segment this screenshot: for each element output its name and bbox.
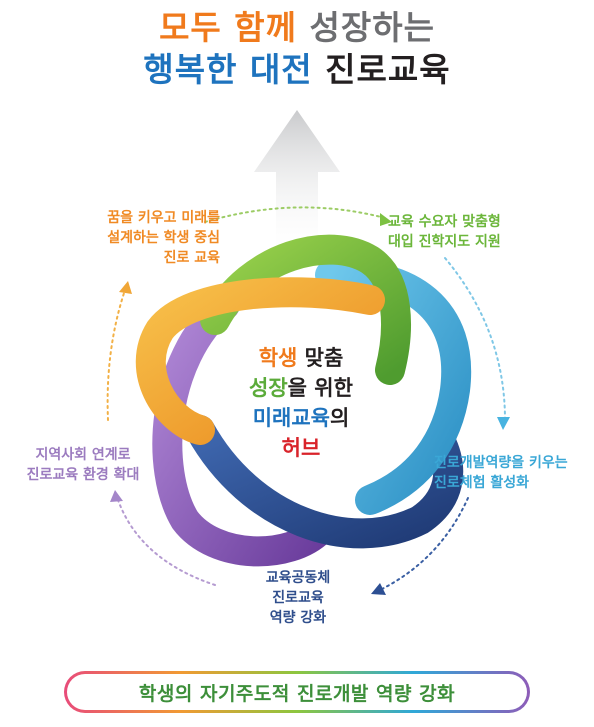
label-top-left: 꿈을 키우고 미래를 설계하는 학생 중심 진로 교육 bbox=[50, 208, 220, 268]
center-line3-part1: 미래교육 bbox=[252, 406, 330, 430]
cycle-dotted-arrows bbox=[106, 206, 510, 595]
label-bottom-line3: 역량 강화 bbox=[269, 610, 327, 626]
label-top-right-line1: 교육 수요자 맞춤형 bbox=[388, 214, 501, 230]
cycle-arrowhead-right-icon bbox=[497, 417, 510, 430]
center-line2-part2: 을 위한 bbox=[287, 376, 353, 400]
ribbon-dark-blue bbox=[185, 415, 464, 549]
ribbon-knot bbox=[135, 234, 472, 567]
ribbon-purple bbox=[152, 290, 335, 567]
label-top-left-line3: 진로 교육 bbox=[163, 250, 220, 266]
center-line4-part1: 허브 bbox=[281, 436, 321, 460]
upward-arrow-icon bbox=[254, 110, 340, 260]
label-right-line1: 진로개발역량을 키우는 bbox=[434, 455, 568, 471]
label-bottom-line1: 교육공동체 bbox=[265, 570, 331, 586]
label-left-line2: 진로교육 환경 확대 bbox=[26, 467, 140, 483]
title1-part2: 성장하는 bbox=[297, 8, 435, 47]
cycle-arrow-right bbox=[444, 257, 506, 421]
title1-part1: 모두 함께 bbox=[159, 8, 297, 47]
cycle-arrowhead-left-icon bbox=[110, 490, 123, 502]
label-top-left-line1: 꿈을 키우고 미래를 bbox=[107, 210, 220, 226]
label-bottom-line2: 진로교육 bbox=[272, 590, 324, 606]
cycle-arrow-top bbox=[204, 206, 386, 223]
center-hub-text: 학생 맞춤 성장을 위한 미래교육의 허브 bbox=[206, 343, 396, 463]
label-top-right-line2: 대입 진학지도 지원 bbox=[388, 234, 501, 250]
label-right: 진로개발역량을 키우는 진로체험 활성화 bbox=[434, 453, 584, 493]
cycle-arrow-left bbox=[106, 289, 126, 421]
center-line4: 허브 bbox=[206, 433, 396, 463]
label-left-line1: 지역사회 연계로 bbox=[35, 447, 131, 463]
label-bottom: 교육공동체 진로교육 역량 강화 bbox=[238, 568, 358, 628]
center-line2: 성장을 위한 bbox=[206, 373, 396, 403]
bottom-banner-text: 학생의 자기주도적 진로개발 역량 강화 bbox=[67, 674, 527, 710]
bottom-banner: 학생의 자기주도적 진로개발 역량 강화 bbox=[64, 671, 530, 713]
cycle-arrowhead-top-icon bbox=[380, 213, 392, 226]
label-top-left-line2: 설계하는 학생 중심 bbox=[107, 230, 220, 246]
title2-part2: 진로교육 bbox=[312, 50, 451, 89]
main-title-line2: 행복한 대전 진로교육 bbox=[0, 50, 594, 90]
center-line2-part1: 성장 bbox=[249, 376, 288, 400]
center-line1-part2: 맞춤 bbox=[297, 346, 344, 370]
center-line1: 학생 맞춤 bbox=[206, 343, 396, 373]
ribbon-green bbox=[200, 234, 411, 385]
center-line3: 미래교육의 bbox=[206, 403, 396, 433]
ribbon-orange bbox=[135, 277, 385, 445]
cycle-arrowhead-bottom-icon bbox=[371, 583, 386, 595]
center-line1-part1: 학생 bbox=[258, 346, 298, 370]
main-title-line1: 모두 함께 성장하는 bbox=[0, 8, 594, 48]
cycle-arrowhead-upleft-icon bbox=[119, 281, 132, 294]
cycle-arrow-bottom-left bbox=[117, 499, 216, 586]
title2-part1: 행복한 대전 bbox=[143, 50, 313, 89]
label-top-right: 교육 수요자 맞춤형 대입 진학지도 지원 bbox=[388, 212, 578, 252]
label-left: 지역사회 연계로 진로교육 환경 확대 bbox=[8, 445, 158, 485]
label-right-line2: 진로체험 활성화 bbox=[434, 475, 530, 491]
cycle-arrow-bottom-right bbox=[379, 497, 469, 591]
center-line3-part2: 의 bbox=[329, 406, 350, 430]
